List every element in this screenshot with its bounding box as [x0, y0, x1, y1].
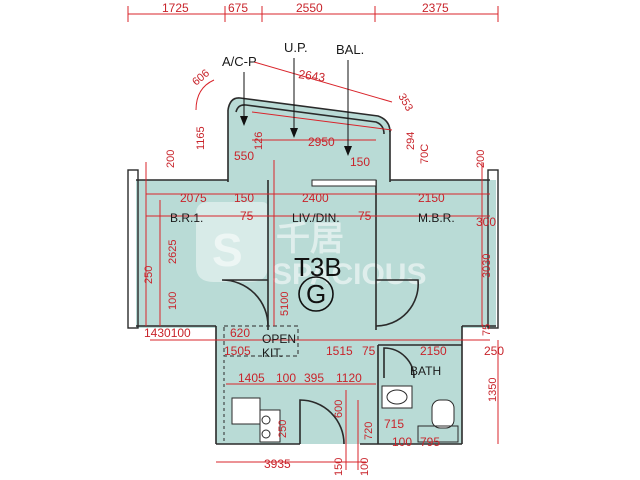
arrow-down-icon — [344, 146, 352, 156]
room-label-mbr: M.B.R. — [418, 211, 455, 225]
room-label-open: OPEN — [262, 332, 296, 346]
door-swings — [221, 279, 419, 445]
dim-text: 1350 — [487, 378, 499, 402]
wall-balcony-curve — [227, 97, 391, 133]
kitchen-dashed-zone — [223, 325, 299, 357]
dim-text: 2075 — [180, 191, 207, 205]
dim-text: 200 — [475, 150, 487, 168]
dim-text: 70C — [419, 144, 431, 164]
burner-icon — [261, 429, 271, 439]
arrow-down-icon — [240, 116, 248, 126]
dim-text: 100 — [276, 371, 296, 385]
label-utility-platform: U.P. — [284, 40, 308, 55]
dim-text: 150 — [350, 155, 370, 169]
watermark-text: SPACIOUS — [272, 258, 426, 291]
dim-text: 294 — [405, 132, 417, 150]
dim-text: 2625 — [167, 240, 179, 264]
dim-text: 620 — [230, 326, 250, 340]
dim-line-balcony — [251, 111, 393, 131]
dimension-lines — [127, 6, 499, 470]
dim-text: 250 — [277, 420, 289, 438]
dim-text: 75 — [240, 209, 254, 223]
dim-text: 5100 — [279, 292, 291, 316]
dim-text: 2550 — [296, 1, 323, 15]
dim-text: 126 — [253, 132, 265, 150]
dim-text: 606 — [190, 67, 212, 88]
dim-text: 2150 — [420, 344, 447, 358]
toilet-icon — [431, 399, 455, 429]
main-floor — [136, 180, 496, 328]
floor-badge-circle — [298, 276, 334, 312]
door-swing-entry — [299, 399, 345, 445]
door-swing-bath — [383, 347, 415, 379]
arrow-down-icon — [290, 128, 298, 138]
wall-outer-east — [487, 169, 499, 329]
dim-text: 200 — [165, 150, 177, 168]
wall-outer-west — [127, 169, 139, 329]
dim-text: 2150 — [418, 191, 445, 205]
kitchen-sink — [231, 397, 261, 425]
dim-text: 1120 — [336, 371, 362, 385]
bath-fixtures — [381, 385, 459, 443]
dim-text: 2643 — [298, 67, 327, 85]
dim-text: 75 — [362, 344, 376, 358]
room-label-kitchen: KIT. — [262, 346, 283, 360]
dim-text: 3030 — [481, 254, 493, 278]
dim-text: 720 — [363, 422, 375, 440]
floor-badge: G — [306, 279, 326, 309]
dim-text: 675 — [228, 1, 248, 15]
watermark-letter: S — [212, 224, 243, 276]
burner-icon — [261, 415, 271, 425]
dim-text: 3935 — [264, 457, 291, 471]
dim-text: 395 — [304, 371, 324, 385]
basin-bowl — [386, 389, 408, 405]
walls — [127, 97, 499, 445]
dim-text: 600 — [333, 400, 345, 418]
dim-text: 75 — [481, 324, 493, 336]
shower-tray — [417, 425, 459, 443]
dim-text: 1430100 — [144, 326, 191, 340]
dim-text: 150 — [234, 191, 254, 205]
watermark-chinese: 千居 — [276, 220, 344, 258]
dim-text: 2375 — [422, 1, 449, 15]
room-label-living-dining: LIV./DIN. — [292, 211, 340, 225]
kitchen-fixtures — [223, 325, 299, 444]
watermark-logo — [196, 202, 268, 282]
dim-text: 1405 — [238, 371, 265, 385]
label-ac-platform: A/C-P — [222, 54, 257, 69]
dim-text: 1725 — [162, 1, 189, 15]
dim-text: 2950 — [308, 135, 335, 149]
dim-text: 1165 — [195, 126, 207, 150]
dim-text: 353 — [395, 92, 415, 114]
dim-text: 100 — [392, 435, 412, 449]
basin-icon — [381, 385, 413, 409]
door-swing-br1 — [221, 279, 269, 327]
dim-text: 75 — [358, 209, 372, 223]
dim-text: 550 — [234, 149, 254, 163]
dim-text: 300 — [476, 215, 496, 229]
dim-text: 795 — [420, 435, 440, 449]
dim-text: 250 — [484, 344, 504, 358]
dim-line-606 — [195, 79, 215, 111]
dim-line-2643 — [253, 61, 393, 103]
dim-text: 100 — [167, 292, 179, 310]
dim-text: 100 — [359, 458, 371, 476]
dim-text: 1505 — [224, 344, 251, 358]
label-balcony: BAL. — [336, 42, 364, 57]
dim-text: 715 — [384, 417, 404, 431]
sliding-door — [311, 179, 377, 187]
watermark: S 千居 SPACIOUS — [196, 202, 426, 291]
dim-text: 1515 — [326, 344, 353, 358]
door-swing-mbr — [375, 279, 419, 327]
room-label-bath: BATH — [410, 364, 441, 378]
dim-text: 250 — [143, 266, 155, 284]
dim-text: 150 — [333, 458, 345, 476]
kitchen-hob — [259, 409, 281, 443]
dim-text: 2400 — [302, 191, 329, 205]
room-label-br1: B.R.1. — [170, 211, 203, 225]
